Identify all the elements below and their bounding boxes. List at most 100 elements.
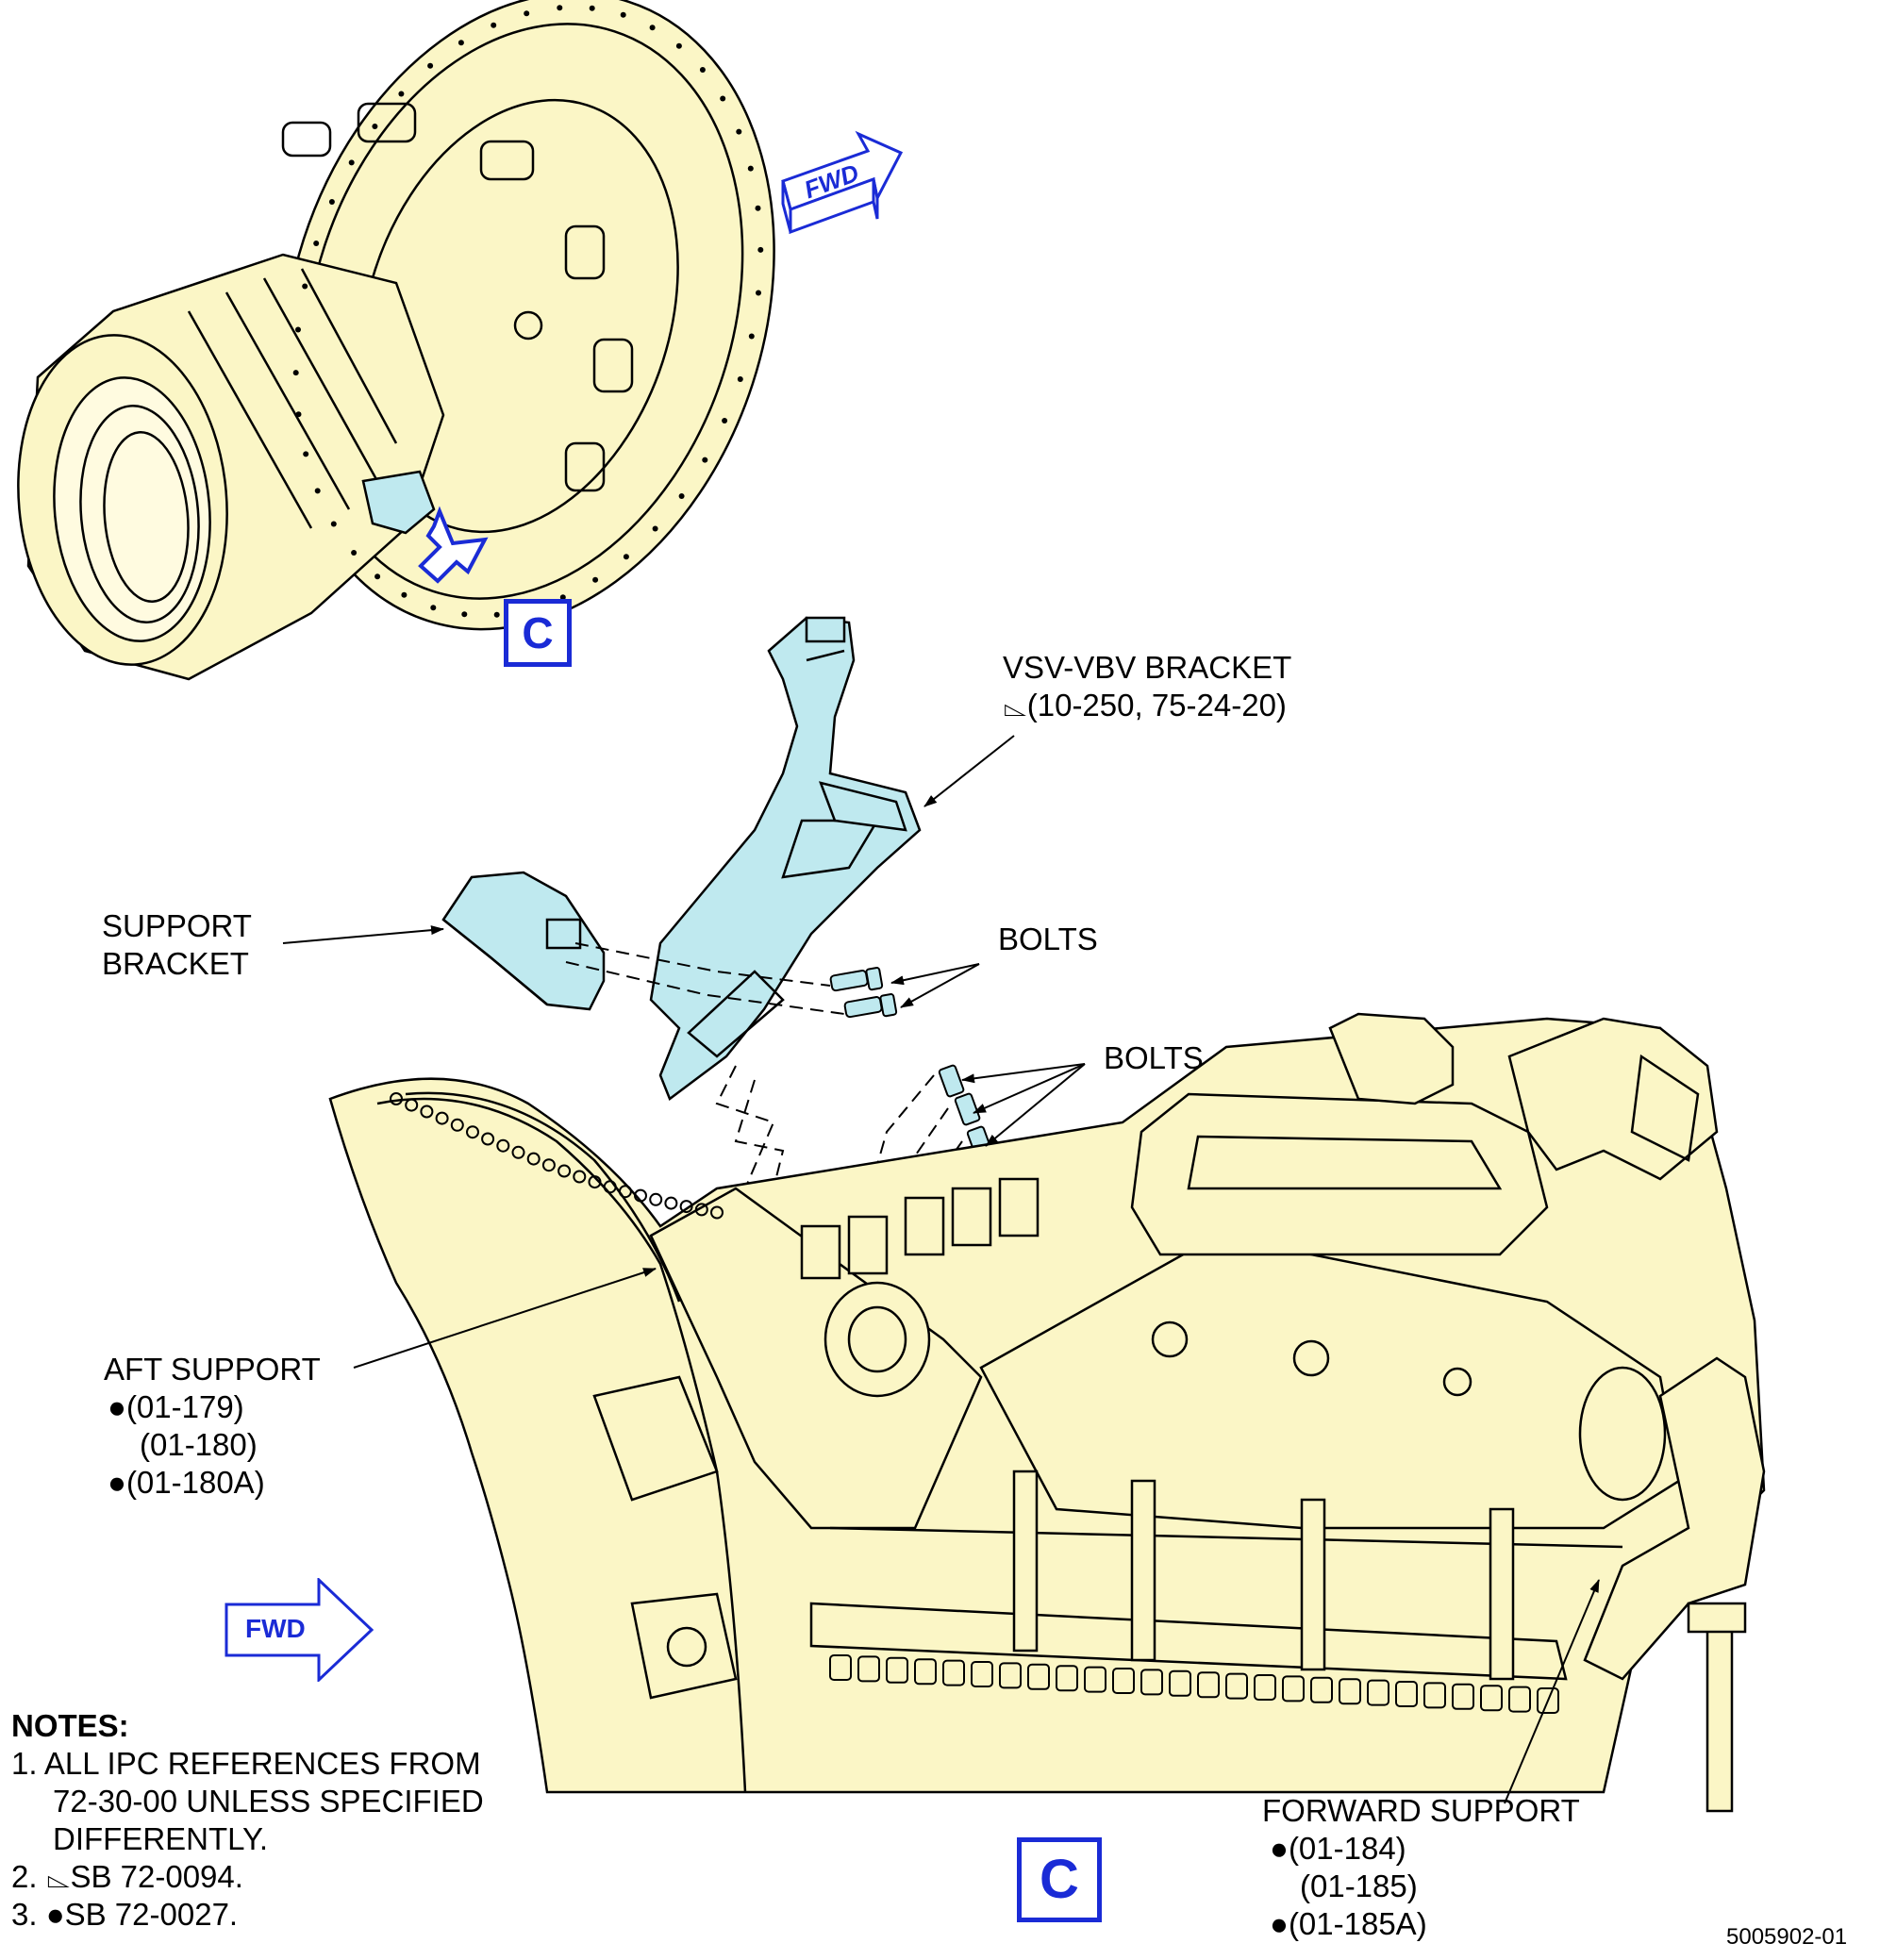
lever-nut: [1339, 1678, 1361, 1705]
detail-c-callout-top: C: [504, 599, 572, 667]
lever-nut: [1310, 1676, 1333, 1703]
vsv-vbv-bracket-label: VSV-VBV BRACKET ⌳(10-250, 75-24-20): [1003, 649, 1291, 724]
flange-bolt-hole: [592, 576, 599, 583]
lever-nut: [1508, 1686, 1531, 1713]
support-bracket-part: [441, 871, 606, 1011]
flange-bolt-hole: [313, 241, 320, 246]
flange-bolt-hole: [720, 95, 726, 102]
flange-bolt-hole: [756, 290, 761, 296]
flange-bolt-hole: [401, 591, 408, 598]
lever-nut: [971, 1661, 993, 1687]
support-bracket-label: SUPPORT BRACKET: [102, 907, 252, 983]
flange-bolt-hole: [702, 457, 708, 463]
flange-bolt-hole: [493, 611, 500, 618]
note-1-line-1: 1. ALL IPC REFERENCES FROM: [11, 1746, 481, 1781]
support-bracket-line-1: SUPPORT: [102, 908, 252, 943]
bolts-upper-parts: [829, 967, 898, 1019]
flange-bolt-hole: [675, 42, 682, 49]
aft-support-ref-2: (01-180): [140, 1427, 258, 1462]
flange-bolt-hole: [748, 333, 755, 340]
lever-nut: [1423, 1682, 1446, 1709]
casing-hole: [405, 1098, 419, 1112]
forward-support-ref-1: (01-184): [1288, 1831, 1406, 1866]
lever-nut: [1367, 1679, 1389, 1706]
aft-support-ref-1: (01-179): [125, 1389, 244, 1424]
casing-hole: [420, 1105, 434, 1119]
flange-bolt-hole: [678, 493, 685, 499]
flange-bolt-hole: [737, 376, 743, 382]
forward-support-marker-3: ●: [1270, 1906, 1289, 1941]
flange-bolt-hole: [330, 521, 337, 527]
fwd-arrow-bottom-shape: [225, 1576, 374, 1684]
figure-number: 5005902-01: [1726, 1924, 1848, 1950]
lever-nut: [1452, 1683, 1474, 1710]
note-2-text: SB 72-0094.: [70, 1859, 243, 1894]
bolts-lower-parts: [938, 1064, 993, 1159]
flange-bolt-hole: [461, 611, 468, 618]
aft-support-title: AFT SUPPORT: [104, 1352, 321, 1387]
aft-support-ref-3: (01-180A): [125, 1465, 265, 1500]
lever-nut: [857, 1655, 880, 1683]
forward-support-ref-3: (01-185A): [1288, 1906, 1427, 1941]
flange-bolt-hole: [736, 128, 742, 135]
flange-bolt-hole: [757, 246, 764, 253]
detail-c-pointer-arrow: [418, 506, 489, 584]
casing-hole: [603, 1180, 617, 1194]
lever-nut: [1225, 1672, 1248, 1700]
lever-nut: [1282, 1675, 1305, 1703]
fwd-arrow-top: [781, 130, 904, 235]
flange-bolt-hole: [374, 573, 381, 580]
flange-bolt-hole: [302, 283, 308, 290]
casing-hole: [450, 1118, 464, 1132]
flange-bolt-hole: [589, 5, 595, 11]
lever-nut: [1027, 1663, 1050, 1690]
casing-hole: [557, 1164, 572, 1178]
lever-nut: [829, 1654, 852, 1681]
note-1-line-3: DIFFERENTLY.: [53, 1821, 268, 1856]
flange-bolt-hole: [314, 488, 321, 494]
casing-hole: [588, 1175, 602, 1189]
bolts-lower-label: BOLTS: [1104, 1040, 1204, 1075]
engine-overview: [17, 0, 775, 681]
casing-hole: [466, 1125, 479, 1139]
flange-bolt-hole: [649, 25, 656, 31]
flange-bolt-hole: [295, 326, 301, 333]
flange-bolt-hole: [747, 165, 754, 172]
casing-hole: [526, 1152, 541, 1166]
vsv-vbv-bracket-ref: (10-250, 75-24-20): [1026, 688, 1287, 723]
fwd-arrow-bottom: FWD: [225, 1576, 375, 1684]
lever-nut: [1254, 1674, 1276, 1701]
flange-bolt-hole: [351, 550, 358, 556]
flange-bolt-hole: [292, 370, 299, 376]
lever-nut: [1056, 1665, 1078, 1692]
flange-bolt-hole: [557, 5, 563, 11]
casing-hole: [496, 1138, 510, 1153]
sb-0094-marker-icon: ⌳: [1003, 688, 1027, 723]
lever-nut: [1395, 1681, 1418, 1707]
casing-hole: [481, 1132, 495, 1146]
flange-bolt-hole: [348, 159, 355, 166]
note-2-number: 2.: [11, 1859, 46, 1894]
lever-nut: [1480, 1685, 1503, 1712]
flange-bolt-hole: [524, 10, 530, 17]
leader-lines: [282, 735, 1600, 1804]
lever-nut: [999, 1662, 1022, 1689]
lever-nut: [914, 1658, 937, 1686]
casing-hole: [694, 1203, 708, 1217]
casing-holes: [390, 1092, 724, 1220]
lever-nut: [1112, 1668, 1135, 1694]
flange-bolt-hole: [623, 554, 629, 560]
forward-support-ref-2: (01-185): [1300, 1869, 1418, 1903]
sb-0094-marker-icon: ⌳: [45, 1859, 71, 1894]
flange-bolt-hole: [328, 199, 335, 205]
flange-bolt-hole: [458, 40, 464, 46]
support-bracket-line-2: BRACKET: [102, 946, 249, 981]
flange-bolt-hole: [559, 594, 566, 601]
flange-bolt-hole: [620, 11, 626, 18]
note-3: 3. ●SB 72-0027.: [11, 1897, 239, 1932]
aft-support-marker-3: ●: [108, 1465, 126, 1500]
forward-support-title: FORWARD SUPPORT: [1262, 1793, 1580, 1828]
casing-hole: [618, 1185, 632, 1199]
flange-bolt-hole: [372, 124, 378, 129]
bolts-upper-label: BOLTS: [998, 922, 1098, 956]
